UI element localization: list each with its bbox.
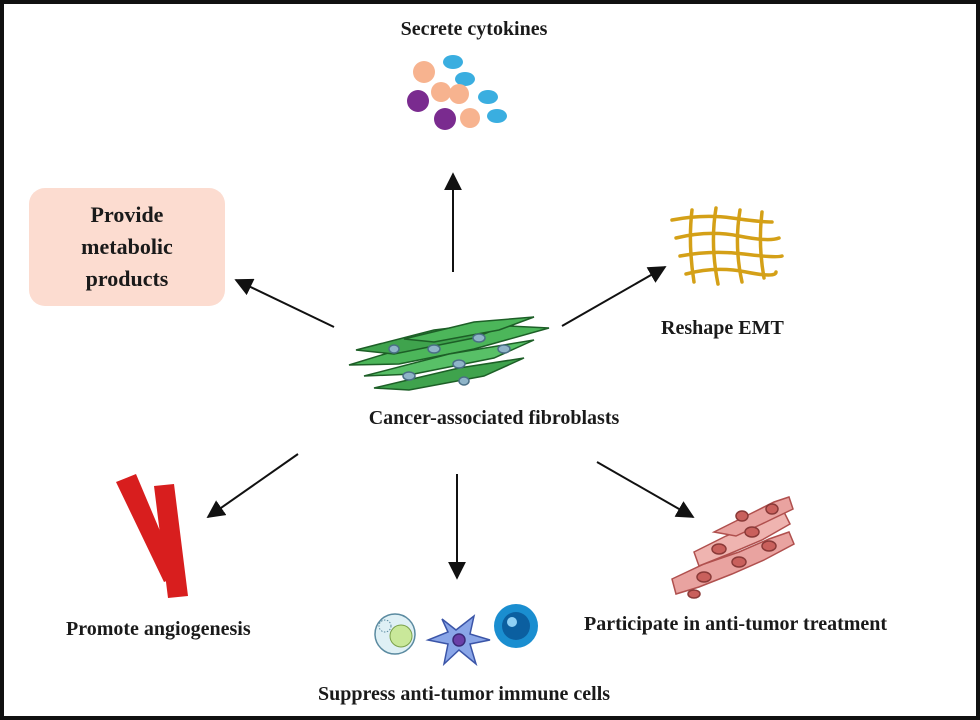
tumor-cell-cluster-icon — [671, 496, 795, 599]
arrow-to-treatment — [596, 461, 695, 518]
arrow-to-angiogenesis — [206, 453, 299, 519]
mesh-icon — [670, 206, 784, 286]
macrophage-icon — [494, 604, 538, 648]
secrete-cytokines-label: Secrete cytokines — [400, 18, 548, 40]
metabolic-products-box: Provide metabolic products — [29, 188, 225, 306]
reshape-emt-label: Reshape EMT — [661, 317, 784, 339]
metabolic-line-2: metabolic — [81, 234, 173, 259]
cytokine-cluster-icon — [407, 55, 507, 130]
metabolic-line-1: Provide — [90, 202, 164, 227]
suppress-immune-cells-label: Suppress anti-tumor immune cells — [317, 683, 611, 705]
metabolic-line-3: products — [85, 266, 169, 291]
anti-tumor-treatment-label: Participate in anti-tumor treatment — [584, 613, 888, 635]
arrows — [206, 172, 695, 580]
fibroblast-cluster-icon — [348, 316, 550, 391]
promote-angiogenesis-label: Promote angiogenesis — [66, 618, 251, 640]
immune-cell-icons — [374, 604, 538, 667]
cancer-associated-fibroblasts-label: Cancer-associated fibroblasts — [368, 407, 620, 429]
blood-vessel-icon — [116, 474, 188, 598]
arrow-to-emt — [561, 266, 667, 327]
arrow-to-metabolic — [234, 278, 335, 328]
lymphocyte-icon — [374, 613, 416, 655]
diagram-art — [116, 55, 795, 667]
dendritic-cell-icon — [425, 614, 491, 667]
